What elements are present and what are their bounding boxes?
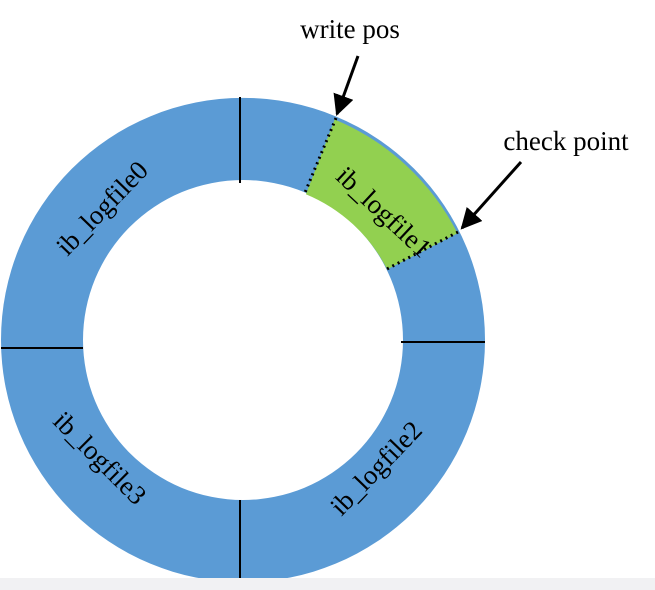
write-pos-boundary [302,117,338,196]
check-point-label: check point [503,126,629,156]
check-point-boundary [384,230,459,272]
write-pos-label: write pos [300,14,400,44]
write-pos-arrow [333,55,360,116]
active-log-region [305,119,458,270]
log-ring [0,97,486,583]
bottom-strip [0,578,655,590]
check-point-arrow [460,161,523,230]
